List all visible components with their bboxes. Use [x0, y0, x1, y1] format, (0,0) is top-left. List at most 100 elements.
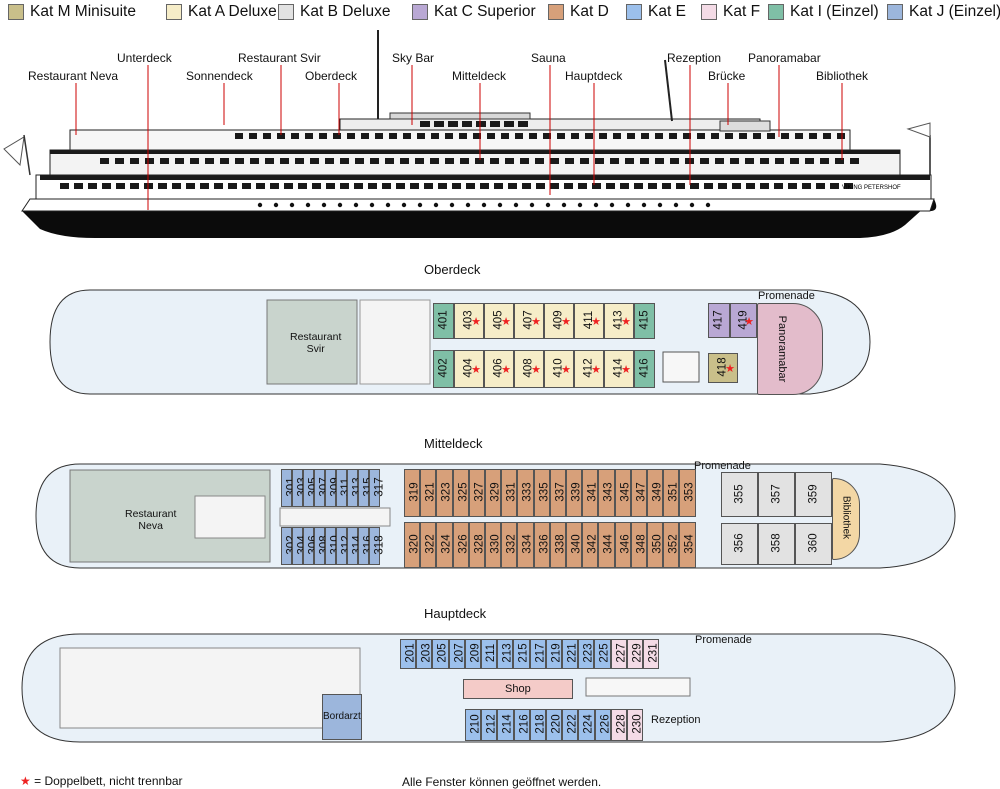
- legend-label: Kat B Deluxe: [300, 3, 391, 20]
- label-rezeption: Rezeption: [667, 51, 722, 65]
- porthole: [513, 202, 519, 208]
- porthole: [481, 202, 487, 208]
- window: [445, 158, 454, 164]
- restaurant-svir-label: Restaurant Svir: [290, 331, 342, 355]
- cabin-349: 349: [647, 469, 664, 517]
- cabin-353: 353: [679, 469, 696, 517]
- cabin-number: 321: [424, 482, 437, 502]
- window: [520, 158, 529, 164]
- window: [571, 133, 579, 139]
- window: [585, 133, 593, 139]
- cabin-number: 323: [440, 482, 453, 502]
- window: [355, 158, 364, 164]
- shop-area: [463, 679, 573, 699]
- window: [295, 158, 304, 164]
- window: [490, 121, 500, 127]
- oberdeck-hull: [49, 289, 871, 395]
- cabin-number: 346: [619, 534, 632, 554]
- window: [312, 183, 321, 189]
- window: [368, 183, 377, 189]
- window: [760, 183, 769, 189]
- porthole: [497, 202, 503, 208]
- panoramabar-label: Panoramabar: [776, 315, 788, 383]
- label-hauptdeck: Hauptdeck: [565, 69, 623, 83]
- window: [396, 183, 405, 189]
- window: [473, 133, 481, 139]
- legend-swatch: [548, 4, 564, 20]
- cabin-number: 221: [566, 643, 579, 663]
- window: [487, 133, 495, 139]
- cabin-321: 321: [420, 469, 437, 517]
- restaurant-neva-label: Restaurant Neva: [125, 508, 177, 532]
- cabin-342: 342: [582, 522, 599, 568]
- cabin-419: 419★: [730, 303, 757, 338]
- window: [683, 133, 691, 139]
- cabin-414: 414★: [604, 350, 634, 388]
- window: [760, 158, 769, 164]
- double-bed-star-icon: ★: [531, 364, 541, 376]
- window: [430, 158, 439, 164]
- window: [753, 133, 761, 139]
- window: [550, 183, 559, 189]
- porthole: [273, 202, 279, 208]
- window: [186, 183, 195, 189]
- window: [746, 183, 755, 189]
- cabin-318: 318: [369, 527, 386, 565]
- window: [711, 133, 719, 139]
- window: [676, 183, 685, 189]
- cabin-215: 215: [513, 639, 530, 669]
- cabin-number: 347: [635, 482, 648, 502]
- window: [175, 158, 184, 164]
- porthole: [321, 202, 327, 208]
- cabin-409: 409★: [544, 303, 574, 339]
- cabin-number: 334: [521, 534, 534, 554]
- window: [385, 158, 394, 164]
- cabin-331: 331: [501, 469, 518, 517]
- window: [610, 158, 619, 164]
- cabin-203: 203: [416, 639, 433, 669]
- cabin-number: 320: [408, 534, 421, 554]
- cabin-number: 356: [733, 533, 746, 553]
- legend-swatch: [768, 4, 784, 20]
- double-bed-star-icon: ★: [561, 316, 571, 328]
- cabin-356: 356: [721, 523, 758, 565]
- cabin-number: 227: [615, 643, 628, 663]
- cabin-number: 231: [647, 643, 660, 663]
- porthole: [625, 202, 631, 208]
- cabin-330: 330: [485, 522, 502, 568]
- cabin-302: 302: [281, 527, 298, 565]
- window: [410, 183, 419, 189]
- cabin-223: 223: [578, 639, 595, 669]
- porthole: [641, 202, 647, 208]
- window: [580, 158, 589, 164]
- window: [265, 158, 274, 164]
- double-bed-star-icon: ★: [471, 316, 481, 328]
- oberdeck-title: Oberdeck: [424, 262, 481, 277]
- window: [310, 158, 319, 164]
- window: [448, 121, 458, 127]
- label-oberdeck: Oberdeck: [305, 69, 358, 83]
- window: [529, 133, 537, 139]
- double-bed-star-icon: ★: [501, 364, 511, 376]
- porthole: [289, 202, 295, 208]
- window: [774, 183, 783, 189]
- window: [704, 183, 713, 189]
- cabin-312: 312: [336, 527, 353, 565]
- cabin-303: 303: [292, 469, 309, 507]
- porthole: [449, 202, 455, 208]
- window: [802, 183, 811, 189]
- window: [242, 183, 251, 189]
- cabin-407: 407★: [514, 303, 544, 339]
- cabin-number: 335: [538, 482, 551, 502]
- cabin-350: 350: [647, 522, 664, 568]
- windows-note: Alle Fenster können geöffnet werden.: [402, 775, 602, 789]
- cabin-number: 216: [518, 714, 531, 734]
- window: [277, 133, 285, 139]
- bibliothek-label: Bibliothek: [840, 495, 852, 540]
- window: [400, 158, 409, 164]
- cabin-number: 345: [619, 482, 632, 502]
- window: [830, 183, 839, 189]
- window: [725, 133, 733, 139]
- cabin-number: 230: [631, 714, 644, 734]
- cabin-number: 339: [570, 482, 583, 502]
